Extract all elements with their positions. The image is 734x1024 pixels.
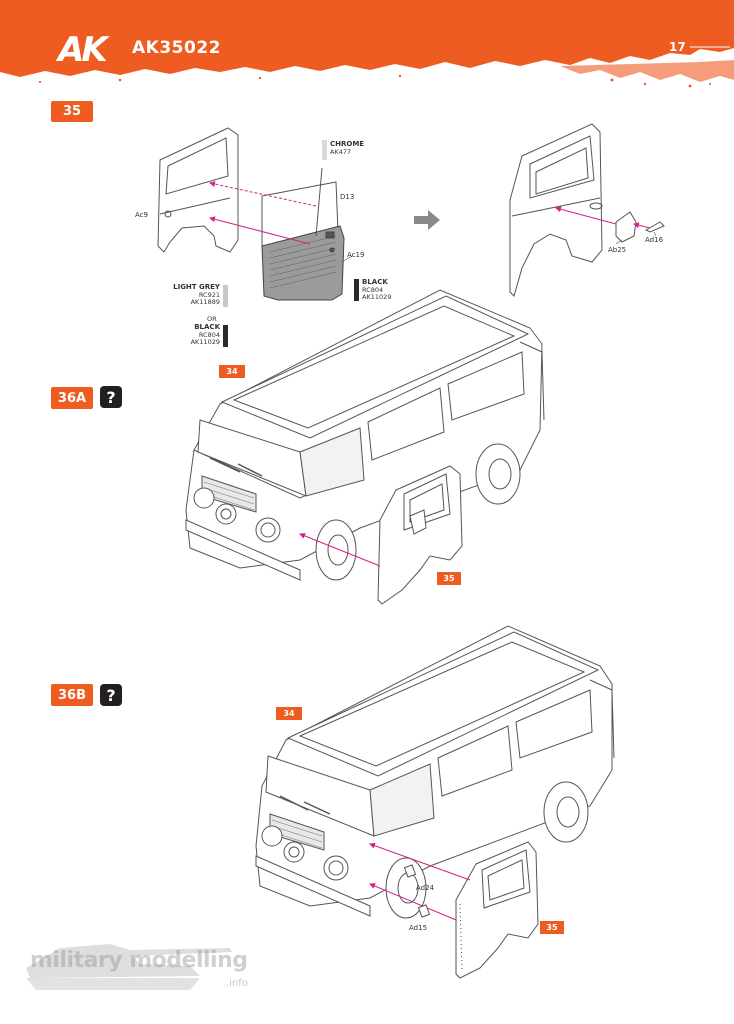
part-label-d13: D13 (340, 193, 355, 201)
part-label-ad24: Ad24 (416, 884, 435, 892)
part-label-ad16: Ad16 (645, 236, 664, 244)
part-label-ac9: Ac9 (135, 211, 148, 219)
watermark-suffix: .info (226, 978, 248, 989)
paint-callout-chrome: CHROME AK477 (330, 140, 365, 156)
question-icon: ? (100, 386, 122, 408)
assembled-door (509, 123, 665, 297)
ref-step-35-badge: 35 (437, 572, 461, 585)
paint-swatch-lightgrey (223, 285, 228, 307)
paint-swatch-black-left (223, 325, 228, 347)
part-label-ad15: Ad15 (409, 924, 428, 932)
van-36b (255, 625, 615, 919)
hinge-parts (403, 864, 431, 918)
paint-callout-black-right: BLACK RC804 AK11029 (362, 278, 392, 301)
step-36b-badge: 36B (51, 684, 93, 706)
product-code: AK35022 (132, 38, 221, 58)
door-36b (455, 841, 539, 979)
ak-logo: AK (58, 30, 108, 70)
door-frame-ac9 (157, 127, 239, 253)
question-icon: ? (100, 684, 122, 706)
step-35-badge: 35 (51, 101, 93, 122)
paint-swatch-chrome (322, 140, 327, 160)
or-label: OR (207, 315, 217, 323)
step-36a-badge: 36A (51, 387, 93, 409)
van-36a (185, 289, 545, 581)
paint-callout-lightgrey: LIGHT GREY RC921 AK11889 (173, 283, 220, 306)
next-arrow-icon (414, 210, 440, 230)
door-36a (377, 465, 463, 605)
ref-step-34-badge: 34 (219, 365, 245, 378)
page-number: 17 (669, 40, 686, 54)
page-header: AK AK35022 17 (0, 0, 734, 90)
watermark-text: military modelling (30, 948, 248, 973)
paint-swatch-black-right (354, 279, 359, 301)
paint-callout-black-left: BLACK RC804 AK11029 (190, 323, 220, 346)
door-card-ac19 (261, 225, 345, 301)
header-banner (0, 0, 734, 88)
ref-step-34-badge: 34 (276, 707, 302, 720)
tank-watermark-icon (26, 944, 232, 990)
ref-step-35-badge: 35 (540, 921, 564, 934)
part-label-ac19: Ac19 (347, 251, 365, 259)
part-label-ab25: Ab25 (608, 246, 627, 254)
